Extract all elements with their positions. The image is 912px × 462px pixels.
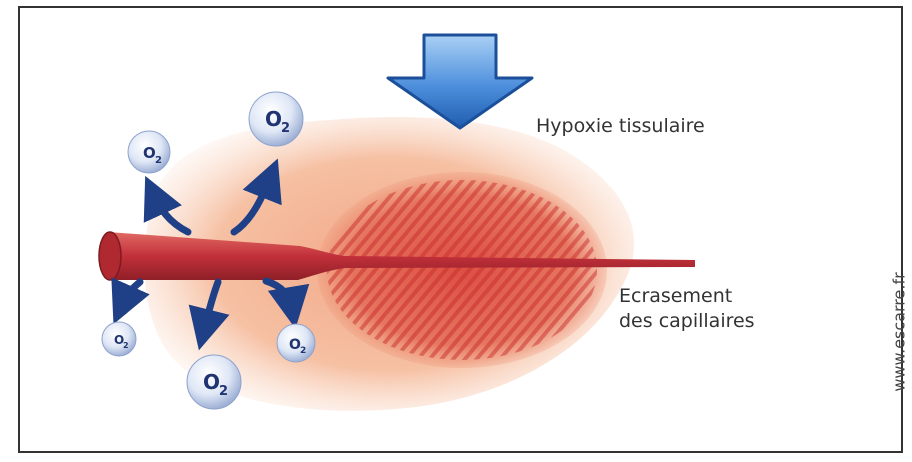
- capillary-crush-label-line1: Ecrasement: [619, 284, 819, 309]
- svg-text:2: 2: [281, 121, 290, 136]
- capillary-opening: [99, 232, 121, 280]
- down-arrow-icon: [388, 35, 532, 128]
- oxygen-bubble-icon: O 2: [249, 92, 303, 146]
- svg-text:O: O: [203, 370, 220, 394]
- hypoxia-label: Hypoxie tissulaire: [536, 114, 705, 139]
- watermark: www.escarre.fr: [890, 272, 909, 391]
- oxygen-bubble-icon: O 2: [128, 131, 170, 173]
- oxygen-bubble-icon: O 2: [277, 324, 315, 362]
- svg-text:O: O: [143, 144, 156, 162]
- svg-text:O: O: [265, 107, 282, 131]
- crushed-zone-hatching: [327, 180, 597, 360]
- svg-text:2: 2: [123, 341, 129, 350]
- capillary-crush-label: Ecrasement des capillaires: [619, 284, 819, 334]
- oxygen-bubble-icon: O 2: [187, 355, 241, 409]
- diffusion-arrow-icon: [122, 282, 140, 305]
- capillary-crush-label-line2: des capillaires: [619, 309, 819, 334]
- oxygen-bubble-icon: O 2: [102, 322, 136, 356]
- svg-text:2: 2: [155, 155, 162, 166]
- svg-text:2: 2: [300, 346, 306, 356]
- svg-text:2: 2: [219, 384, 228, 399]
